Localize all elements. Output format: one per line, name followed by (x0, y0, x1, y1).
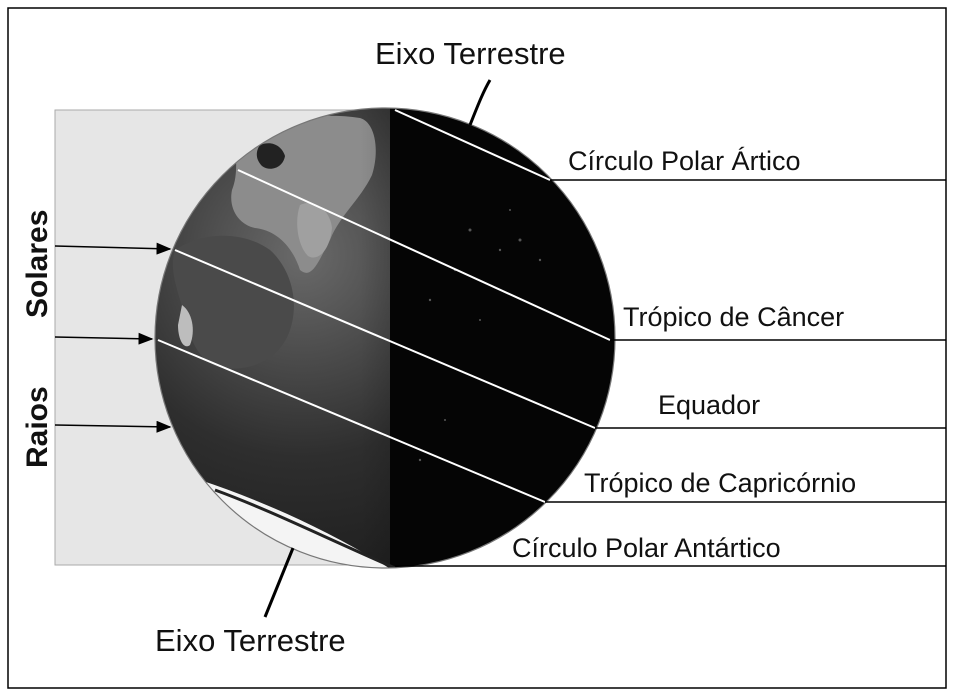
sun-ray-arrow-2 (54, 332, 154, 345)
label-solar: Solares (21, 210, 54, 318)
sun-ray-arrow-3 (54, 420, 172, 433)
label-arctic-circle: Círculo Polar Ártico (568, 146, 801, 176)
label-antarctic-circle: Círculo Polar Antártico (512, 533, 781, 563)
label-rays: Raios (21, 386, 54, 468)
tropic-capricorn-line (157, 339, 546, 503)
sun-ray-arrow-1 (54, 242, 172, 255)
diagram-frame (7, 7, 947, 689)
latitude-lines (157, 109, 611, 503)
label-equator: Equador (658, 390, 760, 420)
label-axis-top: Eixo Terrestre (375, 36, 566, 71)
sun-ray-arrows (54, 242, 172, 433)
label-tropic-capricorn: Trópico de Capricórnio (584, 468, 856, 498)
label-axis-bottom: Eixo Terrestre (155, 623, 346, 658)
equator-line (174, 249, 596, 429)
tropic-cancer-line (237, 169, 611, 341)
leader-lines (263, 79, 946, 618)
arctic-circle-line (394, 109, 551, 181)
label-tropic-cancer: Trópico de Câncer (623, 302, 844, 332)
